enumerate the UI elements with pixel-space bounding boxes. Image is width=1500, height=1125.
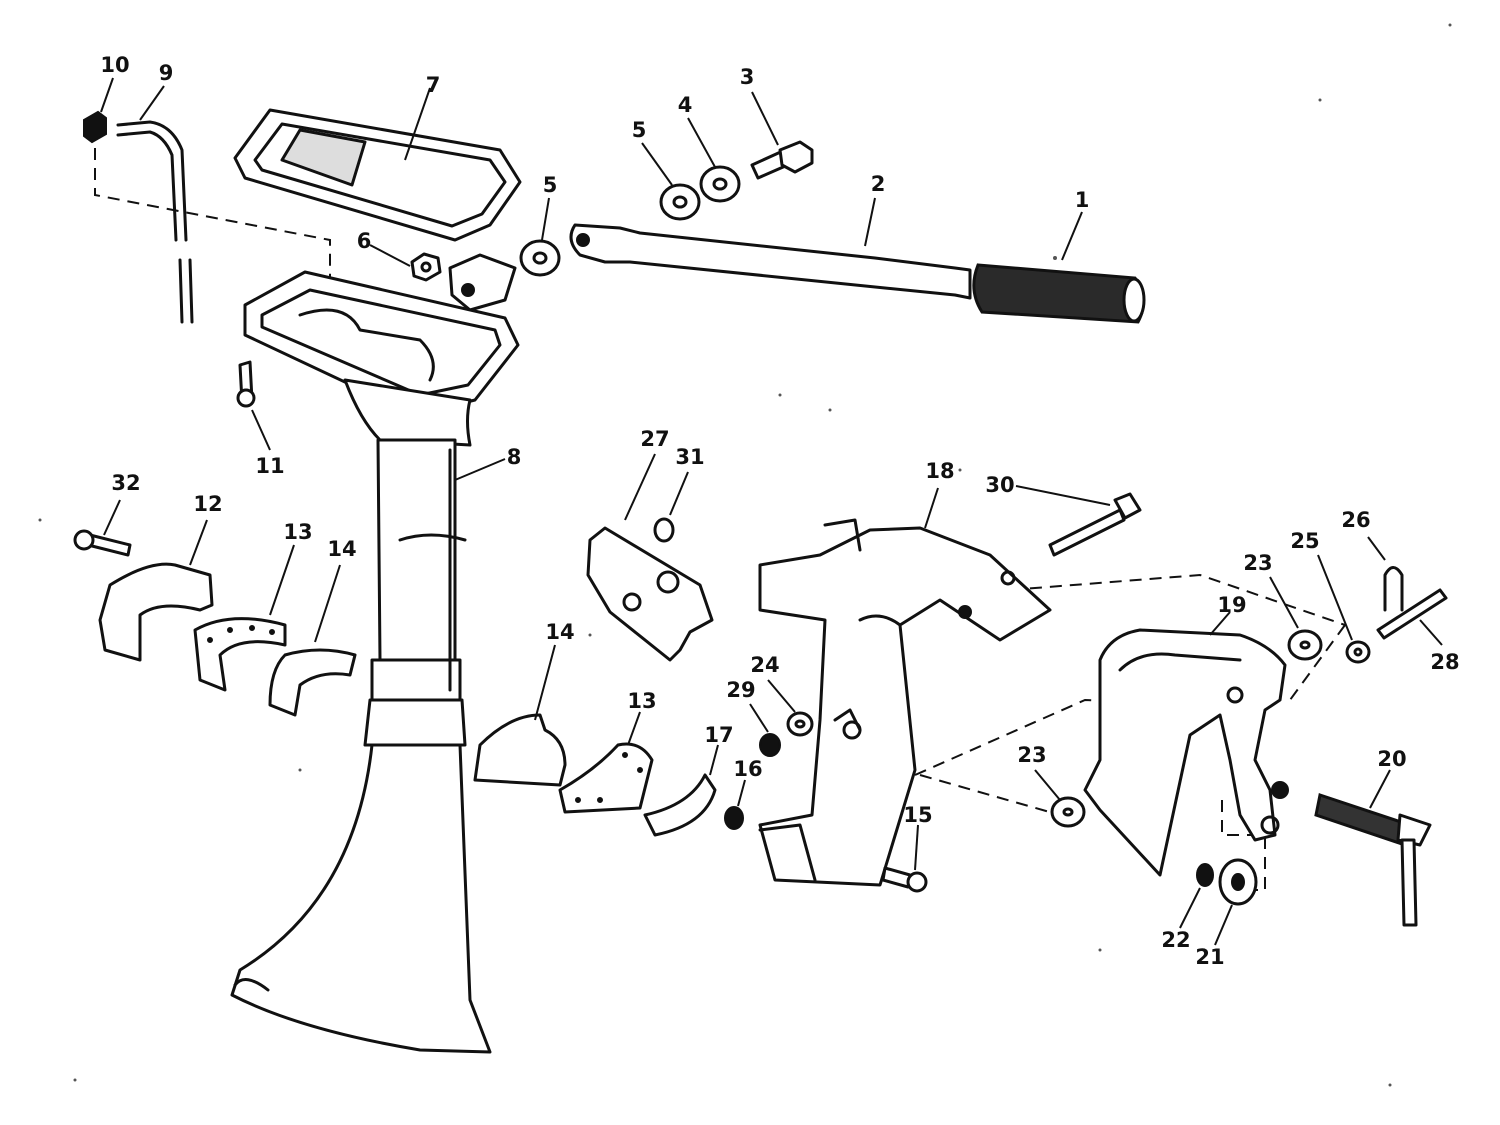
callout-2: 2	[871, 172, 886, 196]
callout-labels: 10 9 7 3 4 5 5 2 1 6 11 8 32 12 13 14 27…	[100, 53, 1459, 969]
callout-11: 11	[255, 454, 284, 478]
callout-23-upper: 23	[1243, 551, 1272, 575]
part-tiller-arm	[569, 223, 972, 300]
callout-4: 4	[678, 93, 693, 117]
callout-12: 12	[193, 492, 222, 516]
part-long-bolt	[1048, 492, 1142, 557]
callout-20: 20	[1377, 747, 1406, 771]
callout-6: 6	[357, 229, 372, 253]
callout-32: 32	[111, 471, 140, 495]
callout-28: 28	[1430, 650, 1459, 674]
callout-30: 30	[985, 473, 1014, 497]
callout-15: 15	[903, 803, 932, 827]
callout-10: 10	[100, 53, 129, 77]
part-gasket	[233, 108, 522, 242]
part-liner-left	[268, 648, 357, 717]
part-clamp-screw	[1314, 793, 1432, 927]
part-nut-bracket	[410, 252, 517, 312]
callout-23-lower: 23	[1017, 743, 1046, 767]
part-washers	[519, 165, 741, 277]
callout-5-lower: 5	[543, 173, 558, 197]
part-bolt-3	[750, 140, 814, 180]
callout-3: 3	[740, 65, 755, 89]
part-nut-pad	[1196, 858, 1258, 906]
callout-14-left: 14	[327, 537, 356, 561]
callout-5-upper: 5	[632, 118, 647, 142]
callout-13-left: 13	[283, 520, 312, 544]
callout-8: 8	[507, 445, 522, 469]
callout-17: 17	[704, 723, 733, 747]
part-small-hardware	[724, 711, 814, 830]
part-drive-shaft-housing	[230, 270, 520, 1054]
callout-29: 29	[726, 678, 755, 702]
part-tube	[116, 120, 194, 324]
part-clip	[1383, 566, 1404, 612]
callout-7: 7	[426, 73, 441, 97]
part-pin	[1376, 588, 1448, 640]
part-bracket-plate	[586, 526, 714, 662]
scan-specks	[38, 23, 1452, 1087]
part-screw-15	[881, 866, 928, 893]
part-bushing-right	[558, 742, 654, 814]
callout-21: 21	[1195, 945, 1224, 969]
part-stern-bracket	[1083, 628, 1289, 877]
part-swivel-bracket	[758, 518, 1052, 887]
part-liner-right	[473, 713, 567, 787]
callout-9: 9	[159, 61, 174, 85]
callout-14-right: 14	[545, 620, 574, 644]
part-cap	[83, 110, 107, 144]
leader-lines	[100, 77, 1443, 946]
part-grip	[972, 263, 1146, 324]
part-bolt-32	[73, 529, 132, 557]
part-screw-11	[236, 360, 256, 408]
callout-16: 16	[733, 757, 762, 781]
part-clamp	[98, 562, 214, 662]
callout-27: 27	[640, 427, 669, 451]
callout-25: 25	[1290, 529, 1319, 553]
part-spring	[643, 773, 717, 837]
part-bushing-left	[193, 617, 287, 692]
callout-19: 19	[1217, 593, 1246, 617]
callout-24: 24	[750, 653, 779, 677]
callout-26: 26	[1341, 508, 1370, 532]
part-washers-right	[1050, 629, 1371, 828]
callout-13-right: 13	[627, 689, 656, 713]
callout-22: 22	[1161, 928, 1190, 952]
callout-31: 31	[675, 445, 704, 469]
callout-18: 18	[925, 459, 954, 483]
part-small-washer	[653, 517, 675, 543]
callout-1: 1	[1075, 188, 1090, 212]
